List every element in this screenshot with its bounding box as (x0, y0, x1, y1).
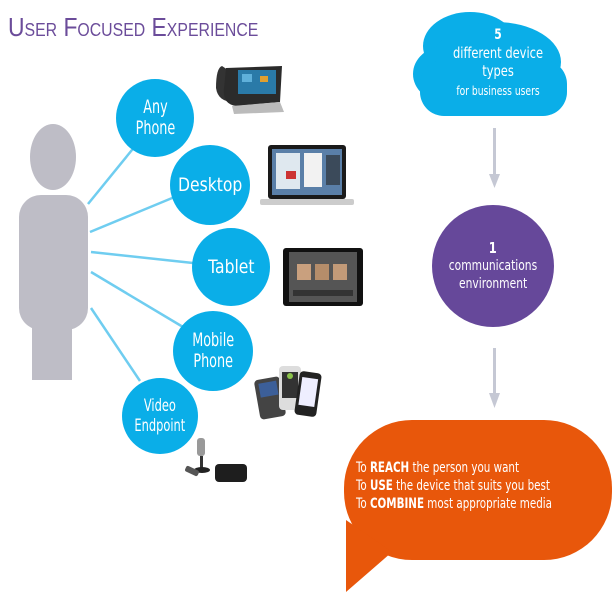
arrow-down-1 (489, 128, 500, 188)
environment-number: 1 (489, 239, 497, 257)
bubble-label: Tablet (207, 255, 255, 278)
cloud-shape (413, 12, 567, 116)
environment-line1: communications (448, 258, 538, 274)
bubble-label-line1: Mobile (192, 329, 234, 351)
arrow-down-2 (489, 348, 500, 408)
cloud-text: 5 different device types for business us… (423, 26, 573, 100)
cloud-line3: for business users (456, 84, 540, 98)
speech-bubble-text: To REACH the person you want To USE the … (356, 459, 552, 513)
bubble-label-line1: Video (143, 396, 177, 416)
bubble-label: Desktop (177, 173, 243, 196)
speech-line-use: To USE the device that suits you best (356, 478, 550, 494)
desk-phone-image (216, 66, 284, 114)
cloud-number: 5 (494, 27, 502, 43)
environment-circle: 1 communications environment (432, 205, 554, 327)
page-title: User Focused Experience (8, 12, 259, 42)
smartphones-image (254, 366, 322, 420)
speech-line-reach: To REACH the person you want (356, 460, 520, 476)
laptop-image (260, 145, 354, 205)
device-bubble-tablet: Tablet (192, 228, 270, 306)
bubble-label-line2: Phone (193, 350, 233, 372)
video-endpoint-image (185, 438, 247, 482)
connector-lines (87, 144, 194, 382)
device-bubble-desktop: Desktop (170, 145, 250, 225)
cloud-line1: different device (452, 44, 544, 62)
speech-line-combine: To COMBINE most appropriate media (356, 496, 552, 512)
cloud-line2: types (482, 62, 514, 80)
speech-bubble-shape (344, 420, 612, 592)
tablet-image (283, 248, 363, 306)
bubble-label-line2: Phone (135, 117, 175, 139)
bubble-label-line2: Endpoint (134, 416, 186, 436)
bubble-label-line1: Any (142, 96, 168, 118)
environment-line2: environment (458, 276, 528, 292)
person-icon (19, 124, 88, 380)
